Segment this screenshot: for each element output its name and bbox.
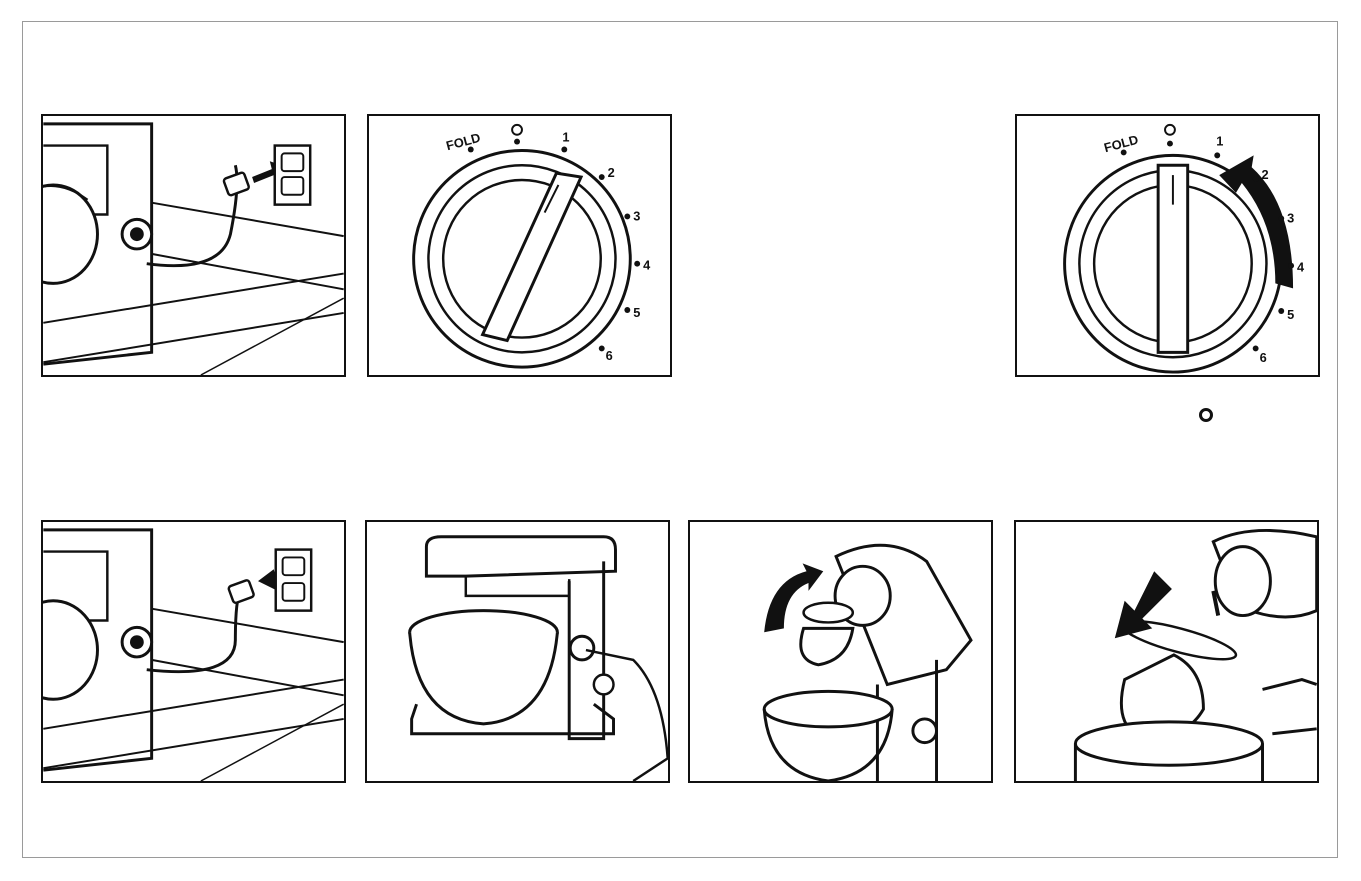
- dial-label-5: 5: [1287, 307, 1294, 322]
- dial-label-5: 5: [633, 305, 640, 320]
- circle-off-icon: [1199, 408, 1213, 422]
- flat-beater-icon: [801, 628, 853, 664]
- off-marker-icon: [1165, 125, 1175, 135]
- dial-label-4: 4: [1297, 260, 1305, 275]
- dial-label-1: 1: [1216, 134, 1223, 149]
- dial-label-3: 3: [1287, 210, 1294, 225]
- dial-label-fold: FOLD: [444, 130, 482, 154]
- dial-label-6: 6: [606, 348, 613, 363]
- figure-plug-in: [41, 114, 346, 377]
- dial-label-3: 3: [633, 208, 640, 223]
- dial-label-6: 6: [1260, 350, 1267, 365]
- speed-dial-icon: [913, 719, 937, 743]
- figure-press-tilt-button: [365, 520, 670, 783]
- dial-label-2: 2: [608, 165, 615, 180]
- dial-label-4: 4: [643, 258, 651, 273]
- speed-dial-icon: [570, 636, 594, 660]
- figure-speed-dial-off: FOLD 1 2 3 4 5 6: [367, 114, 672, 377]
- hand-icon: [586, 650, 668, 781]
- figure-unplug: [41, 520, 346, 783]
- dial-label-2: 2: [1262, 167, 1269, 182]
- figure-speed-dial-turn: FOLD 1 2 3 4 5 6: [1015, 114, 1320, 377]
- speed-dial-icon: [414, 150, 631, 367]
- off-marker-icon: [512, 125, 522, 135]
- figure-tilt-head-up: [688, 520, 993, 783]
- tilt-button-icon: [594, 675, 614, 695]
- dial-label-1: 1: [562, 130, 569, 145]
- figure-remove-beater: [1014, 520, 1319, 783]
